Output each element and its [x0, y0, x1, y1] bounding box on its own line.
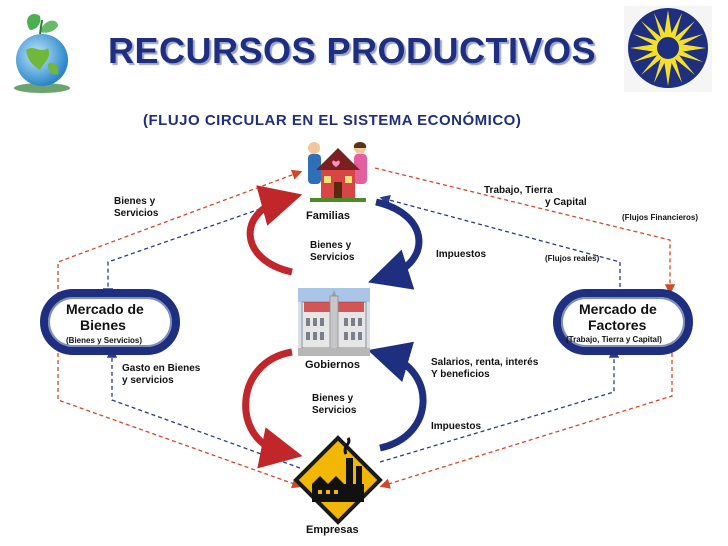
- node-gobiernos: Gobiernos: [305, 359, 361, 371]
- factory-warning-icon: [293, 435, 383, 525]
- arrow-gobiernos-to-empresas: [242, 348, 303, 469]
- arrow-gobiernos-to-familias: [246, 185, 303, 276]
- label-impuestos-top: Impuestos: [436, 249, 487, 260]
- label-salarios-2: Y beneficios: [431, 369, 490, 380]
- flow-factores-to-familias: [379, 195, 621, 294]
- label-salarios-1: Salarios, renta, interés: [431, 357, 539, 368]
- label-bienes-servicios-mid-2: Servicios: [310, 252, 355, 263]
- flow-empresas-to-bienes: [106, 347, 301, 469]
- label-bienes-servicios-mid-1: Bienes y: [310, 240, 352, 251]
- label-bienes-servicios-top-2: Servicios: [114, 208, 159, 219]
- mercado-factores-box: [553, 289, 693, 355]
- mercado-factores-title-2: Factores: [588, 317, 647, 333]
- label-flujos-financieros: (Flujos Financieros): [622, 213, 699, 222]
- node-familias: Familias: [306, 210, 351, 222]
- label-trabajo-2: y Capital: [545, 197, 587, 208]
- flow-familias-to-factores: [374, 167, 676, 295]
- label-bienes-servicios-low-2: Servicios: [312, 405, 357, 416]
- arrow-empresas-to-gobiernos: [367, 341, 427, 452]
- mercado-bienes-title-1: Mercado de: [66, 301, 144, 317]
- page-subtitle: (FLUJO CIRCULAR EN EL SISTEMA ECONÓMICO): [143, 112, 522, 129]
- label-impuestos-low: Impuestos: [431, 421, 482, 432]
- mercado-bienes-title-2: Bienes: [80, 317, 126, 333]
- government-building-icon: [298, 288, 370, 356]
- globe-leaf-logo: [14, 13, 70, 93]
- label-flujos-reales: (Flujos reales): [545, 254, 600, 263]
- node-empresas: Empresas: [306, 524, 359, 536]
- label-gasto-2: y servicios: [122, 375, 174, 386]
- label-trabajo-1: Trabajo, Tierra: [484, 185, 553, 196]
- arrow-familias-to-gobiernos: [367, 198, 423, 290]
- mercado-bienes-subtitle: (Bienes y Servicios): [66, 336, 143, 345]
- mercado-factores-title-1: Mercado de: [579, 301, 657, 317]
- flow-bienes-to-empresas: [57, 346, 303, 489]
- label-gasto-1: Gasto en Bienes: [122, 363, 201, 374]
- family-house-icon: [308, 142, 367, 202]
- page-title: RECURSOS PRODUCTIVOS: [108, 30, 597, 71]
- mercado-factores-subtitle: (Trabajo, Tierra y Capital): [566, 335, 662, 344]
- flow-bienes-to-familias: [57, 169, 303, 296]
- mercado-bienes-box: [40, 289, 180, 355]
- label-bienes-servicios-low-1: Bienes y: [312, 393, 354, 404]
- flow-familias-to-bienes: [102, 194, 301, 299]
- flow-factores-to-empresas: [379, 346, 673, 489]
- label-bienes-servicios-top-1: Bienes y: [114, 196, 156, 207]
- sun-seal-logo: [624, 6, 712, 92]
